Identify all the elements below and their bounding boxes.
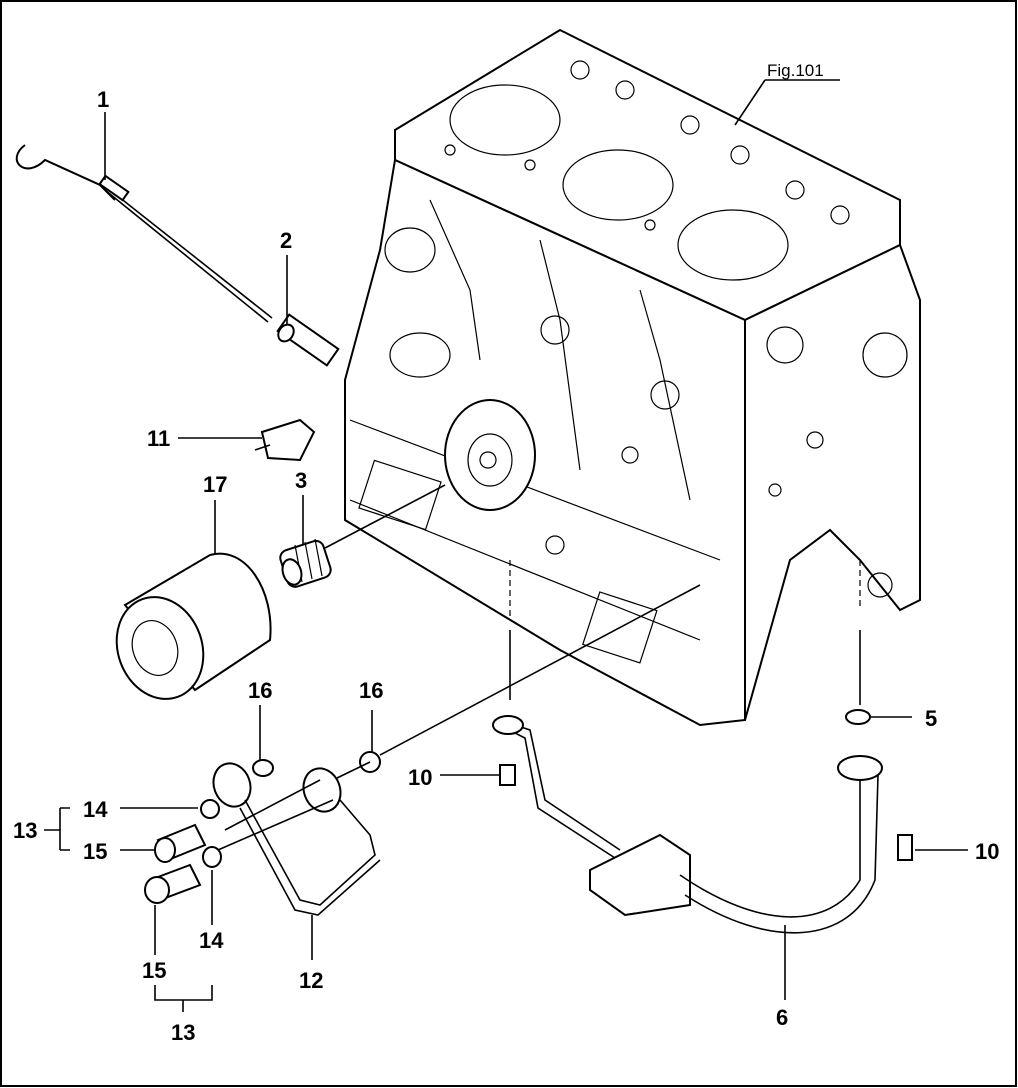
callout-14-left: 14 bbox=[83, 797, 108, 822]
callout-16-left: 16 bbox=[248, 678, 272, 703]
callout-15-bottom: 15 bbox=[142, 958, 166, 983]
callout-13-left: 13 bbox=[13, 818, 37, 843]
oil-pipe bbox=[212, 762, 381, 916]
callout-6: 6 bbox=[776, 1005, 788, 1030]
callout-10-right: 10 bbox=[975, 839, 999, 864]
callout-14-bottom: 14 bbox=[199, 928, 224, 953]
callout-12: 12 bbox=[299, 968, 323, 993]
callout-16-right: 16 bbox=[359, 678, 383, 703]
callout-13-bottom: 13 bbox=[171, 1020, 195, 1045]
callout-3: 3 bbox=[295, 468, 307, 493]
union-nipple bbox=[279, 538, 332, 588]
callout-11: 11 bbox=[147, 426, 170, 451]
leader-lines bbox=[44, 79, 968, 1012]
o-ring bbox=[845, 709, 871, 725]
callout-2: 2 bbox=[280, 228, 292, 253]
callout-10-left: 10 bbox=[408, 765, 432, 790]
oil-strainer bbox=[492, 715, 883, 934]
washers bbox=[200, 751, 381, 868]
cylinder-block bbox=[344, 28, 921, 727]
callout-5: 5 bbox=[925, 706, 937, 731]
bracket-bolts bbox=[499, 764, 913, 861]
bolts bbox=[144, 823, 207, 904]
dipstick-guide bbox=[276, 313, 340, 367]
oil-pressure-switch bbox=[254, 418, 316, 462]
callout-labels: 1 2 3 5 6 10 10 11 12 13 13 14 14 15 15 … bbox=[13, 61, 999, 1045]
dipstick bbox=[15, 144, 273, 323]
oil-filter bbox=[115, 552, 272, 700]
figure-ref: Fig.101 bbox=[767, 61, 824, 80]
callout-1: 1 bbox=[97, 87, 109, 112]
callout-15-left: 15 bbox=[83, 839, 107, 864]
callout-17: 17 bbox=[203, 472, 227, 497]
